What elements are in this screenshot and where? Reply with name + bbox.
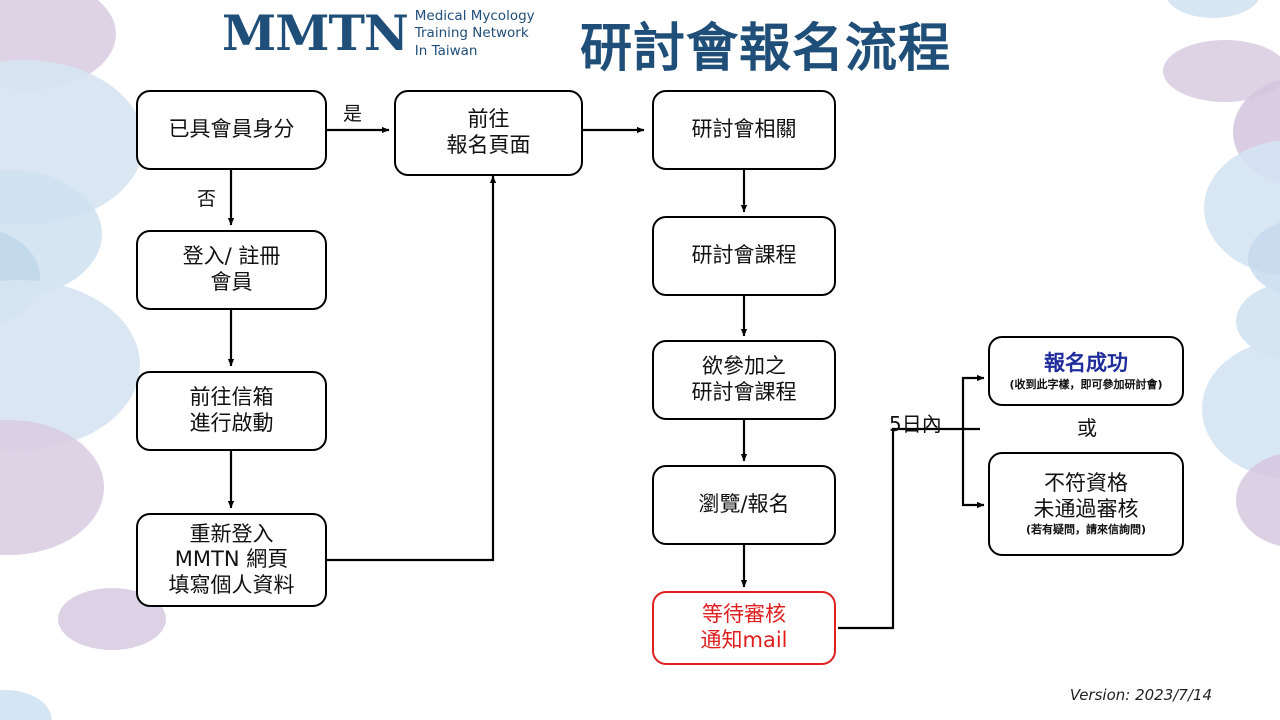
node-line: 登入/ 註冊 — [182, 244, 281, 269]
node-go-signup-page[interactable]: 前往 報名頁面 — [394, 90, 583, 176]
node-line: 欲參加之 — [702, 354, 786, 379]
node-line: 已具會員身分 — [168, 117, 295, 142]
logo-tagline-line-1: Medical Mycology — [414, 8, 535, 24]
node-line: 前往 — [467, 107, 510, 132]
node-line: 進行啟動 — [189, 411, 274, 435]
node-seminar-course[interactable]: 研討會課程 — [652, 216, 836, 296]
logo-tagline: Medical Mycology Training Network In Tai… — [415, 8, 535, 60]
node-member-status[interactable]: 已具會員身分 — [136, 90, 327, 170]
node-line: 會員 — [210, 270, 253, 294]
node-line: 填寫個人資料 — [168, 572, 295, 597]
logo-wordmark: MMTN — [222, 4, 409, 63]
node-go-mailbox[interactable]: 前往信箱 進行啟動 — [136, 371, 327, 451]
node-line: MMTN 網頁 — [174, 547, 289, 572]
node-signup-success[interactable]: 報名成功 (收到此字樣，即可參加研討會) — [988, 336, 1184, 406]
mmtn-logo: MMTN Medical Mycology Training Network I… — [222, 8, 535, 60]
bg-blob-blue — [0, 225, 40, 330]
bg-blob-blue — [1204, 140, 1280, 276]
edge-label-or: 或 — [1077, 416, 1097, 440]
bg-blob-purple — [1233, 78, 1280, 186]
node-not-qualified[interactable]: 不符資格 未通過審核 (若有疑問，請來信詢問) — [988, 452, 1184, 556]
edge-label-within-5-days: 5日內 — [889, 412, 942, 436]
node-note: (若有疑問，請來信詢問) — [1025, 523, 1147, 537]
node-line: 報名頁面 — [446, 133, 531, 157]
bg-blob-blue — [0, 280, 140, 450]
node-browse-signup[interactable]: 瀏覽/報名 — [652, 465, 836, 545]
bg-blob-purple — [0, 420, 104, 555]
page-title: 研討會報名流程 — [580, 19, 952, 79]
node-relogin-fill-profile[interactable]: 重新登入 MMTN 網頁 填寫個人資料 — [136, 513, 327, 607]
node-line: 研討會課程 — [691, 380, 797, 404]
bg-blob-purple — [1163, 40, 1280, 102]
node-note: (收到此字樣，即可參加研討會) — [1009, 377, 1163, 391]
node-line: 研討會相關 — [691, 117, 797, 142]
bg-blob-blue — [1248, 218, 1280, 298]
node-line: 研討會課程 — [691, 243, 797, 268]
logo-tagline-line-2: Training Network — [414, 25, 529, 42]
node-line: 前往信箱 — [189, 385, 274, 410]
bg-blob-purple — [0, 0, 116, 90]
bg-blob-blue — [1236, 282, 1280, 360]
node-line: 未通過審核 — [1033, 496, 1139, 521]
node-line: 瀏覽/報名 — [698, 492, 790, 517]
edge-label-no: 否 — [197, 188, 217, 210]
node-seminar-related[interactable]: 研討會相關 — [652, 90, 836, 170]
node-line: 等待審核 — [702, 602, 786, 627]
node-waiting-review[interactable]: 等待審核 通知mail — [652, 591, 836, 665]
node-login-register[interactable]: 登入/ 註冊 會員 — [136, 230, 327, 310]
edge-label-yes: 是 — [343, 103, 363, 125]
version-label: Version: 2023/7/14 — [1069, 686, 1212, 704]
node-line: 報名成功 — [1044, 350, 1128, 375]
bg-blob-blue — [0, 60, 144, 225]
bg-blob-purple — [1236, 452, 1280, 548]
bg-blob-blue — [0, 170, 102, 298]
node-desired-course[interactable]: 欲參加之 研討會課程 — [652, 340, 836, 420]
node-line: 不符資格 — [1044, 471, 1128, 496]
bg-blob-blue — [0, 690, 52, 720]
bg-blob-blue — [1165, 0, 1261, 18]
node-line: 重新登入 — [189, 521, 274, 546]
logo-tagline-line-3: In Taiwan — [414, 42, 478, 59]
node-line: 通知mail — [700, 628, 788, 652]
bg-blob-blue — [1202, 340, 1280, 478]
